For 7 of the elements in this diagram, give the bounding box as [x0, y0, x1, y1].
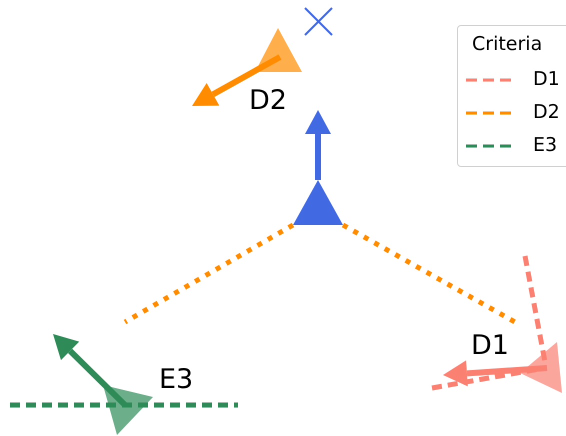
legend-text: E3	[533, 136, 558, 155]
text-label: D2	[249, 87, 287, 114]
legend-title: Criteria	[472, 35, 542, 54]
legend-text: D2	[533, 103, 560, 122]
text-label: E3	[159, 366, 194, 393]
legend-text: D1	[533, 70, 560, 89]
text-label: D1	[471, 332, 509, 359]
